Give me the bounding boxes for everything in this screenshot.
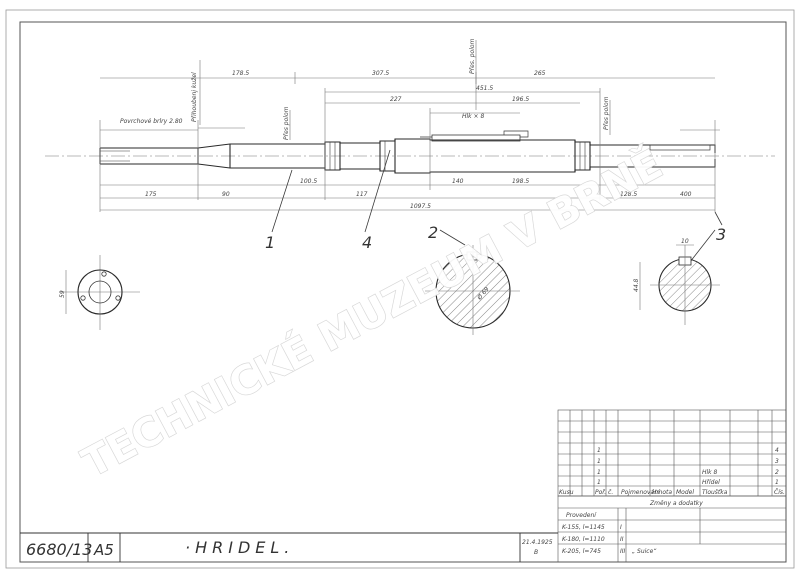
dim-second-2: 227 <box>390 96 402 103</box>
roman-2: II <box>620 536 624 543</box>
revisions-header: Změny a dodatky <box>649 500 703 507</box>
row-1-name: Hřídel <box>702 479 720 486</box>
section-3 <box>639 244 720 325</box>
dim-bottom-3: 117 <box>356 191 368 198</box>
dim-top-2: 307.5 <box>372 70 389 77</box>
row-3-qty: 1 <box>597 458 601 465</box>
parts-table <box>557 409 787 563</box>
annotation-bearing: Přes. polom <box>469 38 476 74</box>
dim-top-3: 265 <box>534 70 546 77</box>
annotation-grinding: Povrchové brlry 2.80 <box>120 118 183 125</box>
roman-1: I <box>620 524 622 531</box>
sheet-letter: B <box>534 549 538 556</box>
col-label-2: Poř. č. <box>595 489 613 496</box>
dim-second-1: 451.5 <box>476 85 493 92</box>
row-4-num: 4 <box>775 447 779 454</box>
roman-3: III <box>620 548 626 555</box>
col-label-6: Tloušťka <box>702 489 728 496</box>
row-2-name: Hlk 8 <box>702 469 718 476</box>
provedeni-label: Provedení <box>566 512 597 519</box>
dim-bottom-4: 100.5 <box>300 178 317 185</box>
col-label-1: Kusu <box>559 489 574 496</box>
section-3-width: 10 <box>681 238 689 245</box>
dim-bottom-1: 175 <box>145 191 157 198</box>
title-strip <box>20 532 558 562</box>
dim-top-1: 178.5 <box>232 70 249 77</box>
drawing-date: 21.4.1925 <box>522 539 553 546</box>
section-2 <box>425 245 520 335</box>
dim-bottom-2: 90 <box>222 191 230 198</box>
dim-bottom-5: 140 <box>452 178 464 185</box>
col-label-7: Čís. <box>774 489 785 496</box>
col-label-5: Model <box>676 489 694 496</box>
row-1-qty: 1 <box>597 479 601 486</box>
col-label-3: Pojmenování <box>621 489 661 496</box>
section-3-height: 44.8 <box>633 278 640 292</box>
dim-bottom-7: 128.5 <box>620 191 637 198</box>
outer-border <box>5 9 795 569</box>
drawing-title: ·HRIDEL. <box>185 538 294 557</box>
row-2-num: 2 <box>775 469 779 476</box>
dim-second-3: 196.5 <box>512 96 529 103</box>
provedeni-row-2: K-180, l=1110 <box>562 536 605 543</box>
provedeni-row-1: K-155, l=1145 <box>562 524 605 531</box>
row-1-num: 1 <box>775 479 779 486</box>
drawing-frame <box>19 21 787 563</box>
drawing-number: 6680/13 <box>26 540 92 559</box>
annotation-keyway-top: Přes polom <box>283 106 290 140</box>
dimension-lines <box>99 40 720 212</box>
end-view-detail <box>60 255 140 330</box>
provedeni-row-3: K-205, l=745 <box>562 548 601 555</box>
detail-left-dim: 59 <box>59 290 66 298</box>
dim-bottom-6: 198.5 <box>512 178 529 185</box>
dim-bottom-8: 400 <box>680 191 692 198</box>
leader-2: 2 <box>428 223 438 242</box>
provedeni-note: „ Suice“ <box>632 548 657 555</box>
col-label-4: Hmota <box>652 489 672 496</box>
row-2-qty: 1 <box>597 469 601 476</box>
annotation-key: Hlk × 8 <box>462 113 484 120</box>
part-leaders <box>271 149 723 263</box>
leader-4: 4 <box>362 233 372 252</box>
annotation-cone: Přihoubenj kužel <box>191 72 198 122</box>
format-label: A5 <box>93 541 114 559</box>
row-3-num: 3 <box>775 458 779 465</box>
leader-3: 3 <box>716 225 726 244</box>
row-4-qty: 1 <box>597 447 601 454</box>
annotation-keyway-right: Přes polom <box>603 96 610 130</box>
leader-1: 1 <box>265 233 275 252</box>
dim-overall: 1097.5 <box>410 203 431 210</box>
